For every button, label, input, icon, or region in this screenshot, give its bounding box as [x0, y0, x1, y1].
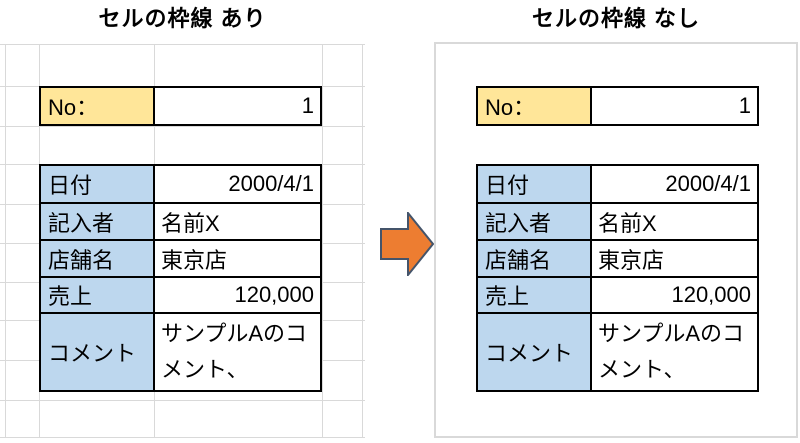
- table-row: 店舗名 東京店: [478, 239, 757, 276]
- table-row: 売上 120,000: [478, 276, 757, 312]
- row-label-cell[interactable]: 店舗名: [478, 241, 592, 276]
- table-row: コメント サンプルAのコメント、: [478, 312, 757, 390]
- row-value-cell[interactable]: 名前X: [155, 204, 320, 239]
- table-row: 日付 2000/4/1: [478, 166, 757, 202]
- gridline-v: [322, 44, 323, 437]
- table-row: 日付 2000/4/1: [41, 166, 320, 202]
- row-value-cell[interactable]: 東京店: [155, 241, 320, 276]
- row-label-cell[interactable]: 記入者: [478, 204, 592, 239]
- no-table: No： 1: [39, 86, 322, 126]
- row-label-cell[interactable]: 日付: [41, 166, 155, 202]
- row-label-cell[interactable]: コメント: [478, 314, 592, 390]
- gridline-h: [0, 126, 365, 127]
- gridline-h: [0, 437, 365, 438]
- table-row: No： 1: [41, 88, 320, 124]
- data-table: 日付 2000/4/1 記入者 名前X 店舗名 東京店 売上 120,000 コ…: [39, 164, 322, 392]
- table-row: 売上 120,000: [41, 276, 320, 312]
- row-value-cell[interactable]: 名前X: [592, 204, 757, 239]
- row-value-cell[interactable]: 2000/4/1: [155, 166, 320, 202]
- left-panel-title: セルの枠線 あり: [98, 6, 267, 31]
- no-label-cell[interactable]: No：: [41, 88, 155, 124]
- table-row: No： 1: [478, 88, 757, 124]
- gridline-v: [5, 44, 6, 437]
- row-label-cell[interactable]: コメント: [41, 314, 155, 390]
- gridline-v: [362, 44, 363, 437]
- row-value-cell[interactable]: 2000/4/1: [592, 166, 757, 202]
- right-panel-title: セルの枠線 なし: [531, 6, 701, 31]
- row-label-cell[interactable]: 売上: [41, 278, 155, 312]
- no-label-cell[interactable]: No：: [478, 88, 592, 124]
- gridline-h: [0, 44, 365, 45]
- data-table: 日付 2000/4/1 記入者 名前X 店舗名 東京店 売上 120,000 コ…: [476, 164, 759, 392]
- row-label-cell[interactable]: 店舗名: [41, 241, 155, 276]
- no-value-cell[interactable]: 1: [155, 88, 320, 124]
- row-label-cell[interactable]: 記入者: [41, 204, 155, 239]
- row-label-cell[interactable]: 日付: [478, 166, 592, 202]
- no-value-cell[interactable]: 1: [592, 88, 757, 124]
- row-value-cell[interactable]: 120,000: [592, 278, 757, 312]
- row-value-cell[interactable]: サンプルAのコメント、: [155, 314, 320, 390]
- row-value-cell[interactable]: 120,000: [155, 278, 320, 312]
- no-table: No： 1: [476, 86, 759, 126]
- table-row: 記入者 名前X: [41, 202, 320, 239]
- table-row: 記入者 名前X: [478, 202, 757, 239]
- row-label-cell[interactable]: 売上: [478, 278, 592, 312]
- table-row: 店舗名 東京店: [41, 239, 320, 276]
- gridline-h: [0, 400, 365, 401]
- table-row: コメント サンプルAのコメント、: [41, 312, 320, 390]
- row-value-cell[interactable]: 東京店: [592, 241, 757, 276]
- row-value-cell[interactable]: サンプルAのコメント、: [592, 314, 757, 390]
- transform-arrow-icon: [380, 210, 435, 278]
